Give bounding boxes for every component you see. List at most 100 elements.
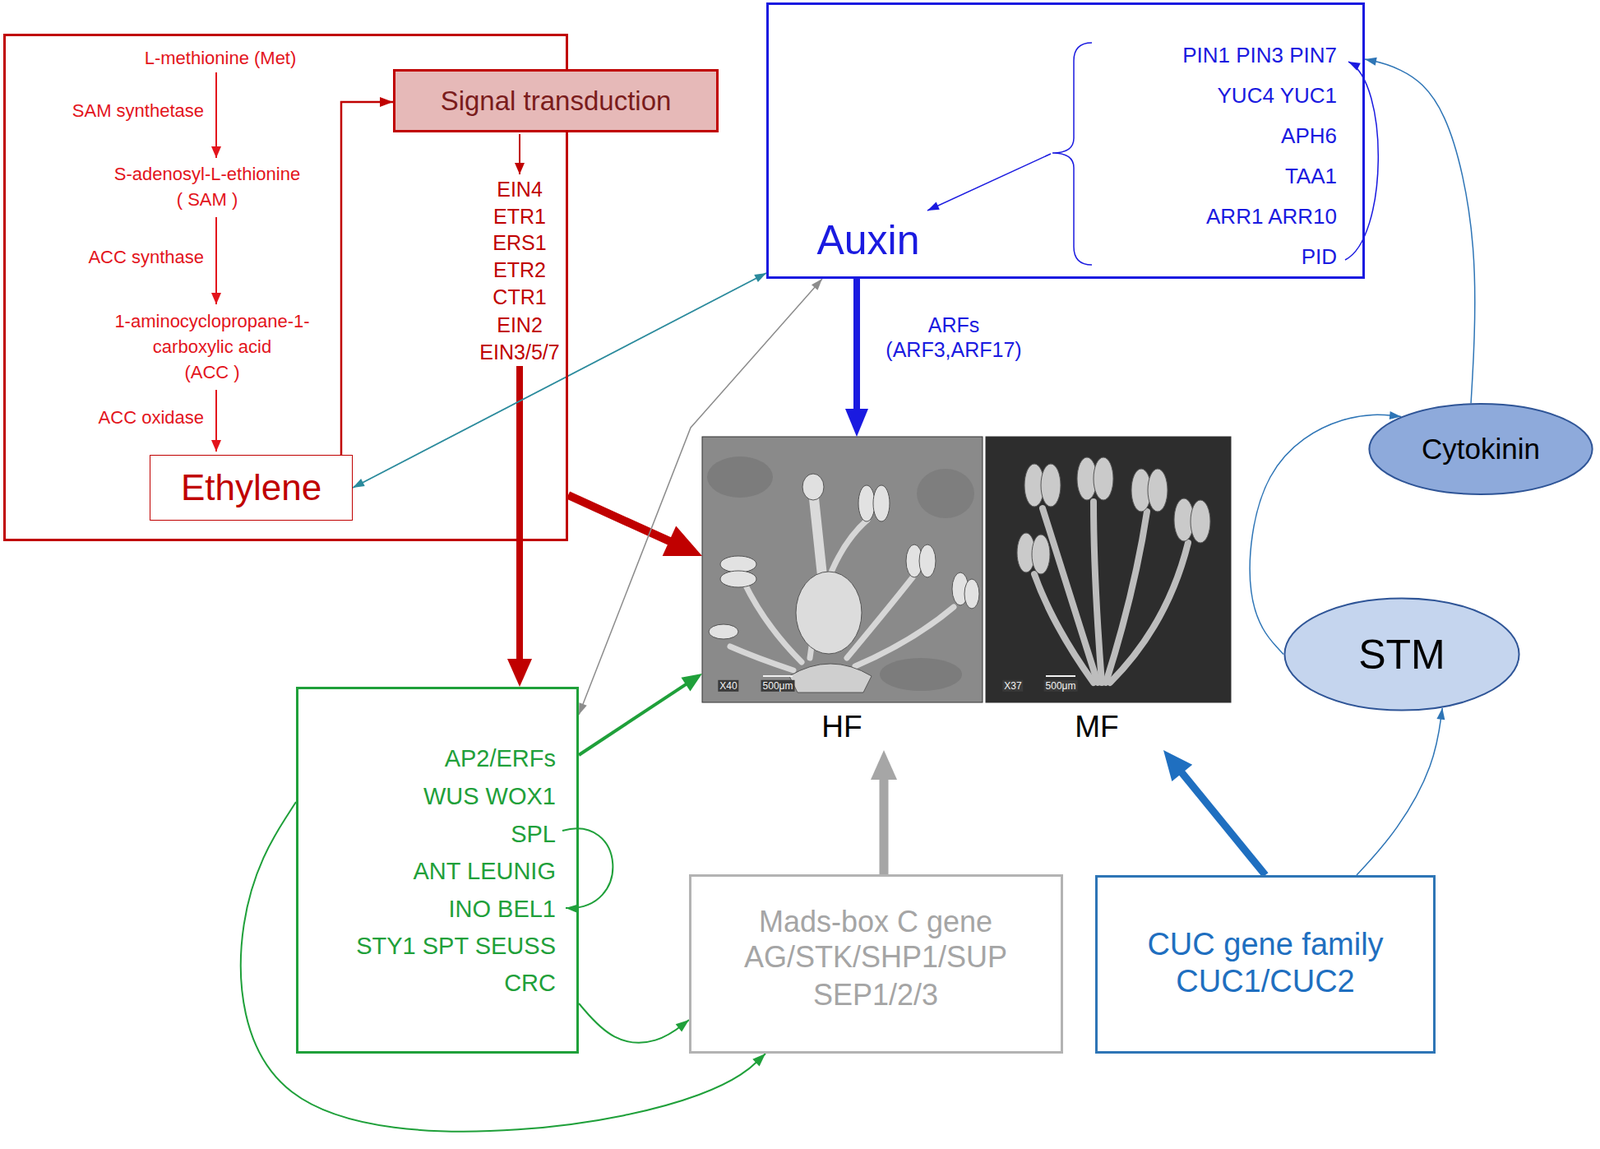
node-text: Ethylene [180, 466, 322, 510]
node-text: Auxin [816, 215, 920, 265]
text-line: ARFs [885, 312, 1022, 338]
node-text: SEP1/2/3 [813, 976, 939, 1013]
sem-image: MF [985, 436, 1231, 750]
anthers [1017, 457, 1211, 574]
node-text: CUC1/CUC2 [1175, 962, 1355, 1001]
stamen-filaments [730, 519, 954, 671]
node-text: AP2/ERFs [444, 744, 556, 773]
node-text: ARR1 ARR10 [1206, 203, 1337, 230]
node-text: Signal transduction [440, 84, 672, 118]
anther [964, 578, 980, 609]
pathway-box: Signal transductionEthyleneL-methionine … [3, 33, 569, 542]
sem-image: HF [702, 436, 983, 750]
filament [1042, 508, 1098, 683]
sem-texture [916, 468, 975, 518]
scale-label: 500μm [1044, 679, 1078, 692]
text-line: (ARF3,ARF17) [885, 337, 1022, 362]
connector [1180, 771, 1266, 875]
process-box: Signal transduction [393, 69, 719, 133]
sem-background [702, 436, 983, 703]
anther [1093, 457, 1114, 500]
node-text: STY1 SPT SEUSS [356, 931, 556, 961]
node-text: PIN1 PIN3 PIN7 [1182, 42, 1337, 69]
scale-label: X40 [717, 679, 739, 692]
pathway-arrow [215, 389, 218, 452]
node-text: ACC oxidase [98, 406, 204, 429]
sem-texture [707, 456, 773, 498]
connector [578, 683, 688, 755]
connector [341, 101, 394, 455]
anther [1147, 468, 1168, 512]
node-text: CRC [504, 968, 556, 998]
anther [858, 485, 875, 522]
filament [730, 646, 794, 671]
node-text: YUC4 YUC1 [1217, 83, 1337, 109]
node-text: TAA1 [1285, 163, 1337, 190]
receptacle [789, 663, 872, 693]
scale-label: X37 [1002, 679, 1023, 692]
sem-texture [879, 657, 962, 691]
signal-arrow [518, 134, 521, 175]
hf-photo [702, 436, 983, 703]
gene-box: AP2/ERFsWUS WOX1SPL ANT LEUNIG INO BEL1STY… [295, 686, 579, 1054]
ellipse-shape [1368, 403, 1592, 495]
node-text: 1-aminocyclopropane-1- carboxylic acid (… [114, 309, 310, 385]
text-line: 1-aminocyclopropane-1- [114, 309, 310, 335]
connector [578, 278, 823, 715]
scale-bar [1045, 675, 1076, 677]
mf-photo [985, 436, 1231, 703]
node-text: Cytokinin [1421, 431, 1540, 467]
connector [1364, 59, 1476, 403]
node-text: EIN2 [496, 312, 543, 338]
filament [1105, 511, 1147, 683]
feedback-arrow [562, 827, 613, 908]
gene-box: CUC gene familyCUC1/CUC2 [1095, 874, 1436, 1054]
connector [240, 801, 766, 1132]
node-text: S-adenosyl-L-ethionine ( SAM ) [114, 161, 301, 213]
node-text: INO BEL1 [448, 894, 556, 924]
ein-arrow-stem [516, 365, 523, 542]
connector [879, 777, 889, 874]
sem-background [985, 436, 1231, 703]
process-box: Ethylene [149, 454, 353, 521]
scale-bar [763, 675, 793, 677]
ellipse-shape [1284, 597, 1519, 710]
node-text: SPL [510, 819, 556, 849]
node-text: Mads-box C gene [758, 903, 993, 939]
anther [708, 624, 739, 639]
ovary [795, 571, 862, 654]
anther [1040, 463, 1061, 507]
brace [1052, 42, 1092, 265]
anther [1031, 534, 1050, 574]
node-text: WUS WOX1 [423, 781, 556, 811]
node-text: L-methionine (Met) [144, 47, 297, 70]
node-text: PID [1301, 244, 1337, 270]
filament [744, 582, 802, 662]
gene-box: Mads-box C geneAG/STK/SHP1/SUPSEP1/2/3 [689, 873, 1064, 1054]
pathway-arrow [215, 217, 218, 305]
node-text: APH6 [1280, 123, 1337, 149]
regulator-ellipse: STM [1283, 596, 1521, 712]
text-line: carboxylic acid [114, 334, 310, 361]
anther [720, 570, 757, 588]
filament [1034, 573, 1094, 683]
text-line: ( SAM ) [114, 187, 301, 213]
feedback-arrow [1345, 61, 1379, 260]
filament [1093, 501, 1102, 683]
stamen-filaments [1034, 501, 1189, 683]
pathway-box: Auxin PIN1 PIN3 PIN7YUC4 YUC1APH6TAA1ARR1… [766, 2, 1365, 279]
anther [873, 485, 890, 522]
text-line: S-adenosyl-L-ethionine [114, 161, 301, 188]
node-text: ERS1 [492, 230, 546, 255]
connector [1356, 707, 1443, 875]
node-text: MF [1074, 708, 1119, 745]
node-text: CTR1 [492, 284, 546, 310]
anther [1190, 499, 1211, 543]
style [813, 498, 823, 576]
node-text: ANT LEUNIG [412, 856, 556, 886]
node-text: STM [1358, 629, 1446, 680]
hormone-ellipse: Cytokinin [1368, 402, 1594, 495]
node-text: ACC synthase [87, 246, 204, 269]
anthers [708, 485, 980, 639]
